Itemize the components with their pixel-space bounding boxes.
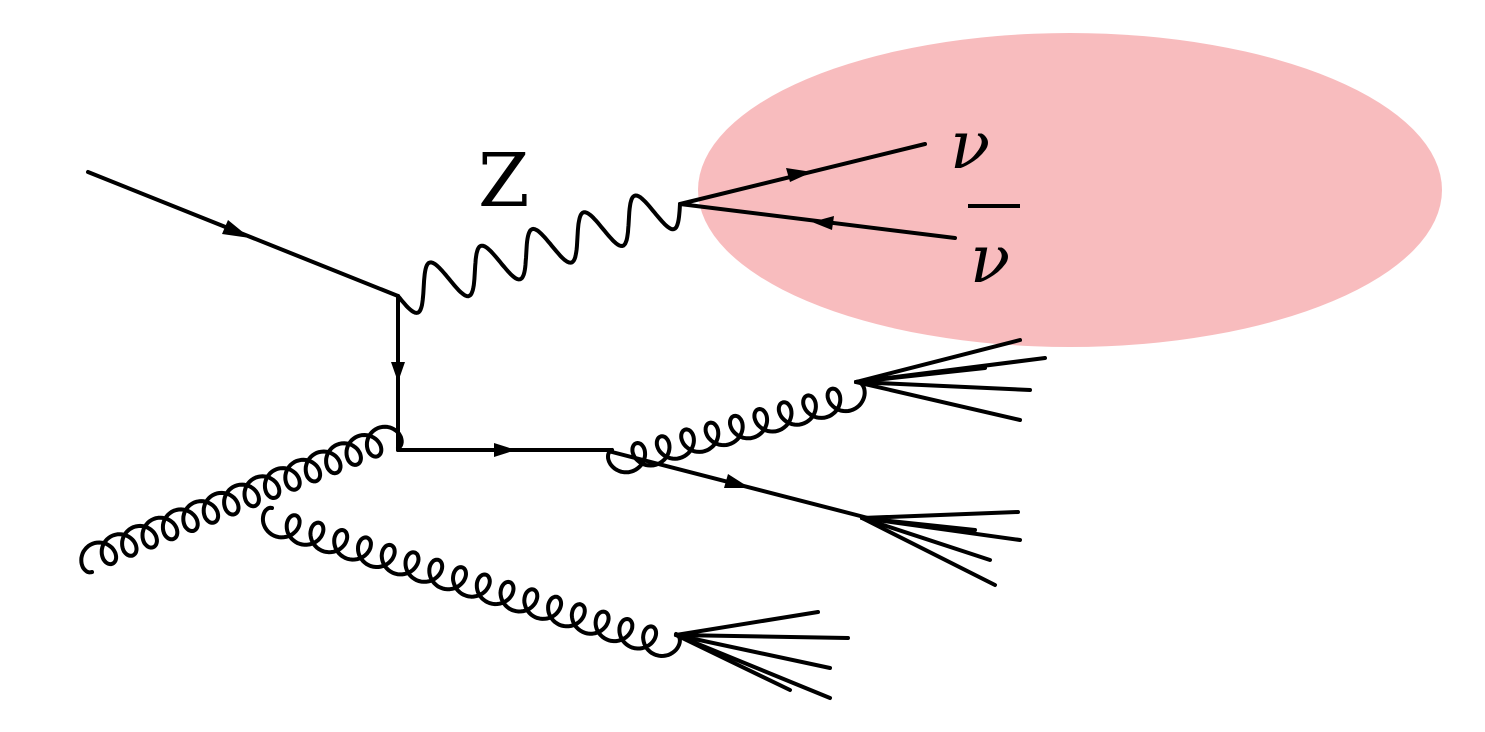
neutrino-arrow: [786, 168, 812, 182]
z-boson-label: Z: [478, 138, 529, 224]
jet-upper-right: [854, 338, 1047, 422]
neutrino-label: ν: [950, 107, 990, 184]
antineutrino-label: ν: [970, 221, 1010, 298]
jet-lower: [674, 610, 850, 700]
incoming-quark-arrow: [222, 220, 250, 238]
propagator-quark-arrow: [391, 362, 405, 382]
horizontal-quark-arrow: [494, 443, 516, 457]
jet-middle-right: [860, 510, 1022, 587]
antineutrino-arrow: [812, 216, 834, 230]
gluon-curly-line-right: [606, 379, 867, 475]
gluon-curly-line-upper: [79, 424, 404, 575]
gluon-curly-line-lower: [260, 505, 682, 658]
z-boson-wavy-line: [396, 193, 682, 315]
outgoing-quark-arrow: [724, 474, 750, 488]
neutrino-highlight-ellipse: [698, 33, 1442, 347]
